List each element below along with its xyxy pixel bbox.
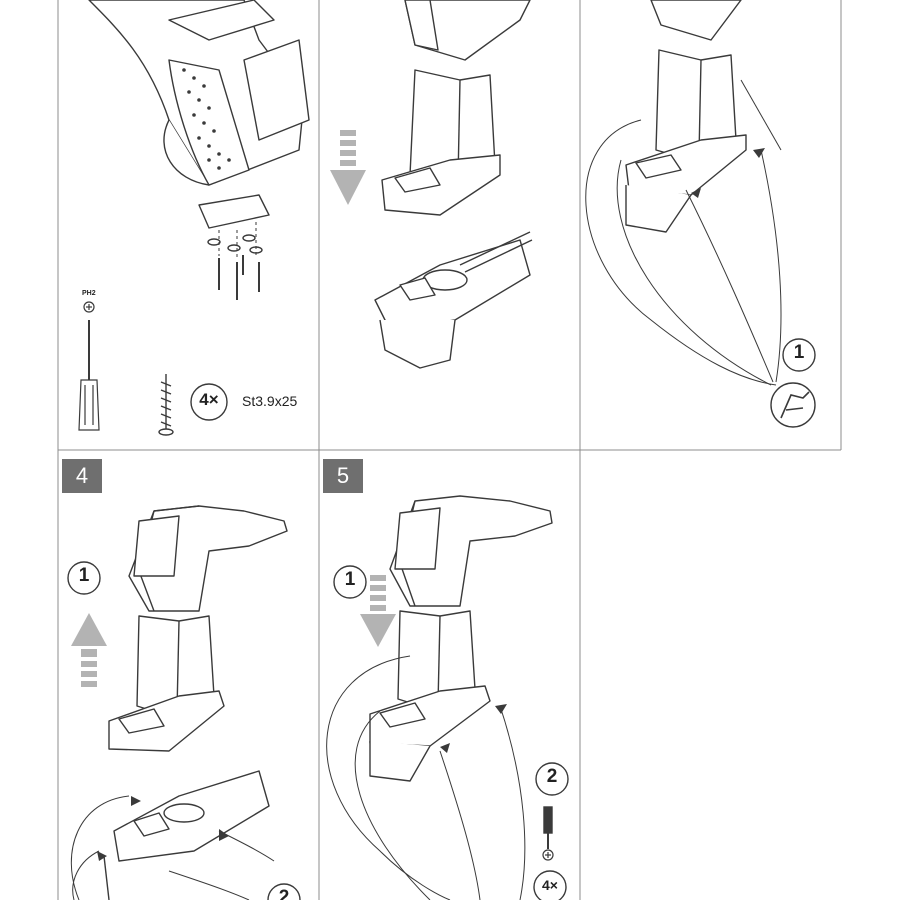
step-number-badge: 4 [62,459,102,493]
callout-circle [535,762,569,796]
quantity-badge [533,870,567,900]
panel-step-4: 4 [59,451,318,900]
screw-spec-label: St3.9x25 [242,393,298,409]
panel-step-3: 1 [581,0,840,449]
callout-circle [333,565,367,599]
callout-1-label: 1 [78,565,90,586]
empty-panel [581,451,900,900]
up-arrow-icon [71,613,107,687]
screws-illustration [218,255,260,300]
screw-icon [158,374,174,436]
step-number-badge: 5 [323,459,363,493]
armrest-mounting-illustration [88,0,310,300]
panel-step-5: 5 [320,451,579,900]
callout-circle [782,338,816,372]
press-icon [770,382,816,428]
panel-step-1: PH2 4× St3.9x25 [59,0,318,449]
armrest-final-fixing-illustration [326,495,569,900]
callout-2-label: 2 [278,887,290,900]
callout-circle [67,561,101,595]
screwdriver-icon [78,301,100,431]
armrest-lift-illustration [67,505,301,900]
tool-label: PH2 [82,290,96,297]
screwdriver-icon [543,806,553,849]
quantity-label: 4× [199,390,219,409]
callout-1-label: 1 [344,569,356,590]
panel-step-2 [320,0,579,449]
quantity-badge [190,383,228,421]
callout-circle [267,883,301,900]
down-arrow-icon [330,130,366,205]
callout-1-label: 1 [793,342,805,363]
armrest-alignment-illustration [585,0,816,428]
armrest-lowering-illustration [330,0,533,369]
quantity-label: 4× [542,877,558,893]
down-arrow-icon [360,575,396,647]
callout-2-label: 2 [546,766,558,787]
